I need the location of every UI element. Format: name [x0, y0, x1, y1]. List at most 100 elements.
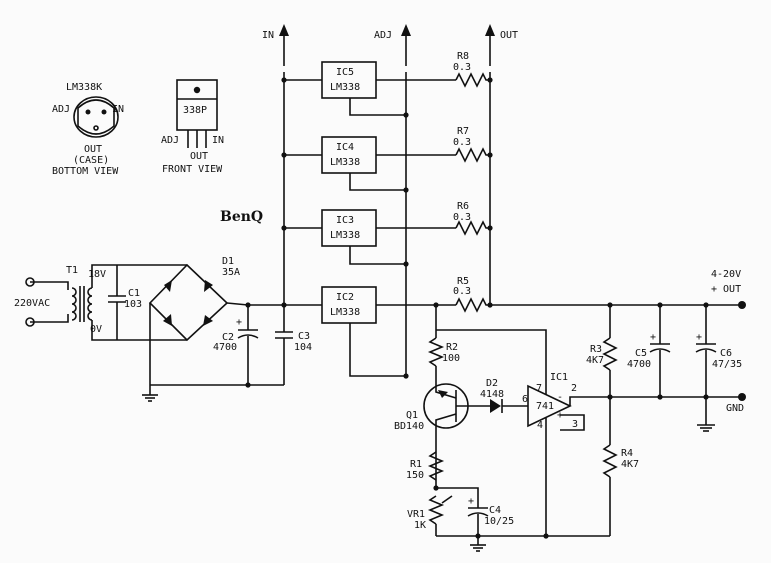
ic2-part: LM338	[330, 307, 360, 318]
r8-value: 0.3	[453, 62, 471, 73]
c2-value: 4700	[213, 342, 237, 353]
capacitor-c2: + C2 4700	[213, 305, 259, 385]
capacitor-c5: + C5 4700	[627, 305, 671, 397]
ic1-pin6: 6	[522, 394, 528, 405]
vr1-value: 1K	[414, 520, 426, 531]
bridge-rectifier-d1: D1 35A	[117, 256, 249, 385]
pkg-k-out: OUT	[84, 144, 102, 155]
rail-out-label: OUT	[500, 30, 518, 41]
ic1-minus: -	[557, 392, 563, 403]
resistor-r8: R8 0.3	[453, 51, 490, 88]
ic4-part: LM338	[330, 157, 360, 168]
rail-out: OUT	[485, 24, 518, 305]
resistor-r7: R7 0.3	[453, 126, 490, 163]
mains-input: 220VAC	[14, 277, 69, 327]
ic2-ref: IC2	[336, 292, 354, 303]
package-lm338k: LM338K ADJ IN OUT (CASE) BOTTOM VIEW	[52, 82, 124, 177]
resistor-r2: R2 100	[427, 305, 460, 382]
pkg-k-case: (CASE)	[73, 155, 109, 166]
r5-ref: R5	[457, 276, 469, 287]
r4-ref: R4	[621, 448, 633, 459]
junction-dots	[245, 77, 709, 539]
diode-icon	[203, 315, 213, 326]
t1-sec-bot: 0V	[90, 324, 102, 335]
transformer-t1: T1 18V 0V	[66, 264, 117, 341]
pkg-k-title: LM338K	[66, 82, 102, 93]
d2-value: 4148	[480, 389, 504, 400]
ic3-ref: IC3	[336, 215, 354, 226]
c5-ref: C5	[635, 348, 647, 359]
capacitor-c3: C3 104	[275, 305, 312, 385]
c6-ref: C6	[720, 348, 732, 359]
d1-value: 35A	[222, 267, 240, 278]
c4-plus: +	[468, 496, 474, 507]
pkg-k-adj: ADJ	[52, 104, 70, 115]
r7-value: 0.3	[453, 137, 471, 148]
resistor-r6: R6 0.3	[453, 201, 490, 236]
c4-ref: C4	[489, 505, 501, 516]
output-plus: + OUT	[711, 284, 741, 295]
transistor-q1: Q1 BD140	[394, 382, 490, 488]
c5-value: 4700	[627, 359, 651, 370]
output-bus: 4-20V + OUT GND	[490, 269, 746, 414]
ic1-pin3: 3	[572, 419, 578, 430]
c1-ref: C1	[128, 288, 140, 299]
r1-value: 150	[406, 470, 424, 481]
mains-label: 220VAC	[14, 298, 50, 309]
q1-ref: Q1	[406, 410, 418, 421]
output-gnd: GND	[726, 403, 744, 414]
capacitor-c1: C1 103	[108, 265, 142, 340]
input-ground	[142, 384, 284, 402]
ic5-part: LM338	[330, 82, 360, 93]
resistor-r3: R3 4K7	[586, 305, 618, 445]
ic5-ref: IC5	[336, 67, 354, 78]
pkg-p-marking: 338P	[183, 105, 207, 116]
ic1-pin7: 7	[536, 383, 542, 394]
regulator-ic2: IC2 LM338	[248, 286, 456, 377]
regulator-ic5: IC5 LM338	[284, 61, 456, 116]
r6-value: 0.3	[453, 212, 471, 223]
r6-ref: R6	[457, 201, 469, 212]
r4-value: 4K7	[621, 459, 639, 470]
c3-ref: C3	[298, 331, 310, 342]
capacitor-c6: + C6 47/35	[695, 305, 742, 432]
r5-value: 0.3	[453, 286, 471, 297]
c4-value: 10/25	[484, 516, 514, 527]
d2-ref: D2	[486, 378, 498, 389]
r2-value: 100	[442, 353, 460, 364]
c3-value: 104	[294, 342, 312, 353]
package-338p: 338P ADJ IN OUT FRONT VIEW	[161, 79, 224, 175]
pkg-k-in: IN	[112, 104, 124, 115]
diode-icon	[163, 314, 172, 326]
diode-icon	[490, 399, 501, 413]
vr1-ref: VR1	[407, 509, 425, 520]
t1-ref: T1	[66, 265, 78, 276]
ic1-pin4: 4	[537, 420, 543, 431]
arrow-up-icon	[485, 24, 495, 36]
ic3-part: LM338	[330, 230, 360, 241]
c2-ref: C2	[222, 332, 234, 343]
ic4-ref: IC4	[336, 142, 354, 153]
rail-in-label: IN	[262, 30, 274, 41]
potentiometer-vr1: VR1 1K	[407, 487, 610, 537]
pkg-p-in: IN	[212, 135, 224, 146]
c1-value: 103	[124, 299, 142, 310]
r2-ref: R2	[446, 342, 458, 353]
r8-ref: R8	[457, 51, 469, 62]
rail-adj: ADJ	[374, 24, 411, 378]
capacitor-c4: + C4 10/25	[467, 496, 514, 552]
r7-ref: R7	[457, 126, 469, 137]
c6-value: 47/35	[712, 359, 742, 370]
pkg-p-view: FRONT VIEW	[162, 164, 223, 175]
t1-sec-top: 18V	[88, 269, 106, 280]
arrow-up-icon	[279, 24, 289, 36]
resistor-r5: R5 0.3	[453, 276, 490, 313]
opamp-ic1: IC1 741 2 3 4 6 7 - +	[436, 329, 610, 536]
pkg-k-view: BOTTOM VIEW	[52, 166, 119, 177]
regulator-ic3: IC3 LM338	[284, 209, 456, 265]
q1-value: BD140	[394, 421, 424, 432]
ic1-pin2: 2	[571, 383, 577, 394]
c2-plus: +	[236, 317, 242, 328]
arrow-icon	[438, 390, 448, 398]
